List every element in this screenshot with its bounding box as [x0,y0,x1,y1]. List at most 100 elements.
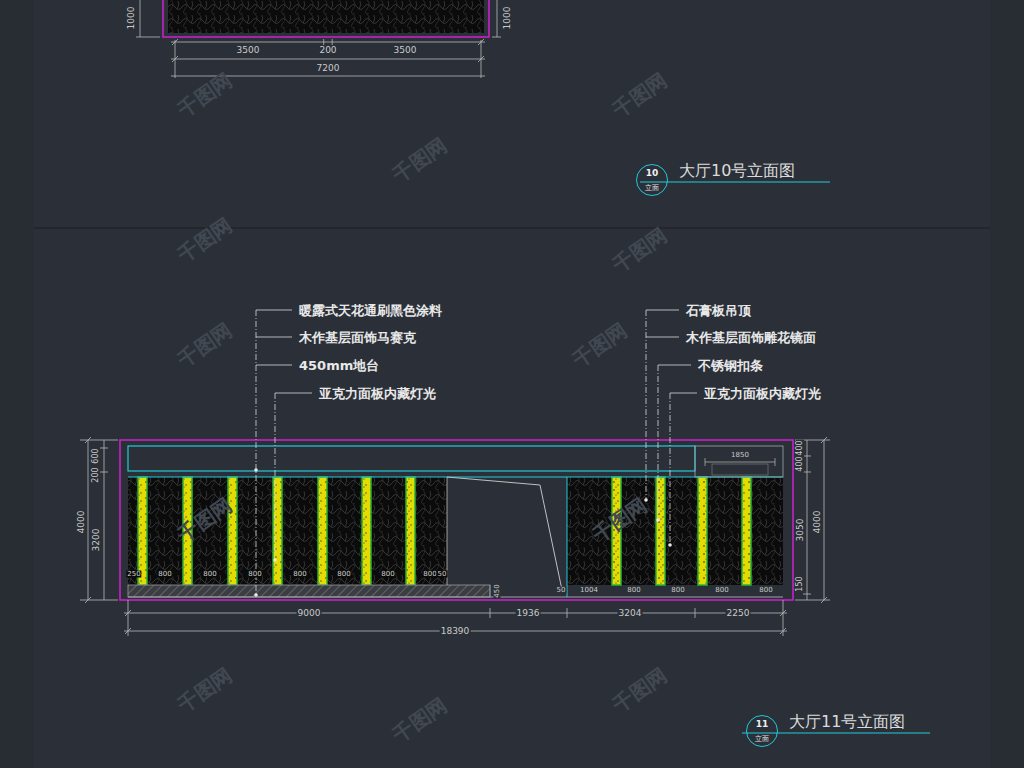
dimension-value: 400 [796,439,804,456]
material-callout: 木作基层面饰雕花镜面 [685,331,817,344]
dimension-value: 3500 [393,46,418,55]
drawing-stroke [668,543,672,547]
drawing-stroke [172,56,178,62]
dimension-lines [80,437,830,636]
dimension-value: 50 [437,571,448,578]
drawing-stroke [658,365,691,366]
dimension-value: 7200 [316,64,341,73]
dimension-value: 3050 [796,518,805,543]
drawing-stroke [124,613,787,614]
dimension-value: 3500 [236,46,261,55]
dimension-value: 800 [758,587,773,594]
drawing-stroke [332,39,333,45]
drawing-stroke [492,37,501,38]
drawing-stroke [821,437,827,443]
drawing-stroke [490,585,491,597]
dimension-value: 800 [202,571,217,578]
drawing-stroke [136,37,160,38]
elevation-number: 10 [646,168,659,177]
drawing-stroke [128,446,695,471]
sheet-divider [34,227,990,229]
dimension-value: 4000 [77,510,86,535]
drawing-stroke [803,472,811,473]
drawing-stroke [497,0,498,37]
drawing-stroke [644,498,648,502]
elevation-11 [80,310,930,733]
drawing-stroke [567,477,568,597]
drawing-stroke [695,608,696,618]
drawing-stroke [88,440,89,600]
drawing-stroke [705,458,706,466]
dimension-value: 18390 [440,627,471,636]
material-callout: 暖露式天花通刷黑色涂料 [298,304,443,317]
drawing-stroke [256,365,292,366]
drawing-stroke [254,468,672,597]
dimension-value: 800 [157,571,172,578]
drawing-stroke [478,56,484,62]
drawing-stroke [670,393,697,394]
dimension-value: 50 [556,587,567,594]
drawing-stroke [273,558,277,562]
material-callout: 不锈钢扣条 [697,359,764,372]
drawing-stroke [125,610,131,616]
dimension-value: 1000 [127,6,136,31]
dimension-value: 800 [292,571,307,578]
drawing-stroke [780,610,786,616]
elevation-10 [136,0,830,182]
drawing-stroke [128,597,783,598]
drawing-stroke [104,440,105,600]
drawing-stroke [646,310,679,311]
drawing-stroke [670,393,671,545]
dimension-value: 600 [92,447,100,464]
drawing-stroke [742,477,751,585]
drawing-stroke [712,464,768,475]
drawing-stroke [821,597,827,603]
material-callout: 石膏板吊顶 [685,304,752,317]
drawing-title: 大厅11号立面图 [789,714,905,730]
dimension-value: 1004 [579,587,599,594]
drawing-stroke [640,181,830,182]
elevation-index-symbol: 11立面大厅11号立面图 [746,715,778,747]
drawing-stroke [172,39,178,45]
dimension-value: 2250 [726,609,751,618]
drawing-stroke [705,462,775,463]
dimension-value: 800 [336,571,351,578]
drawing-stroke [128,585,490,597]
dimension-value: 800 [626,587,641,594]
drawing-stroke [318,477,327,585]
drawing-stroke [275,393,276,560]
drawing-stroke [698,477,707,585]
drawing-stroke [125,628,131,634]
dimension-value: 250 [126,571,141,578]
drawing-stroke [136,0,501,78]
dimension-value: 200 [92,466,100,483]
drawing-stroke [780,628,786,634]
drawing-stroke [447,477,562,590]
material-callout: 亚克力面板内藏灯光 [703,387,822,400]
material-callout: 木作基层面饰马赛克 [298,331,417,344]
dimension-value: 800 [714,587,729,594]
drawing-stroke [100,472,108,473]
drawing-stroke [490,608,491,618]
dimension-value: 150 [796,575,804,592]
drawing-stroke [256,310,292,311]
drawing-stroke [140,0,141,37]
dimension-value: 3204 [618,609,643,618]
drawing-stroke [646,310,647,500]
elevation-number: 11 [756,719,769,728]
drawing-stroke [803,594,811,595]
drawing-stroke [168,0,484,33]
drawing-stroke [478,39,484,45]
drawing-stroke [85,597,91,603]
drawing-stroke [163,0,489,37]
material-callout: 亚克力面板内藏灯光 [318,387,437,400]
drawing-stroke [254,468,258,472]
drawing-stroke [656,518,660,522]
drawing-stroke [323,39,324,45]
drawing-stroke [228,477,237,585]
drawing-stroke [256,310,257,595]
dimension-value: 800 [670,587,685,594]
drawing-stroke [80,600,118,601]
